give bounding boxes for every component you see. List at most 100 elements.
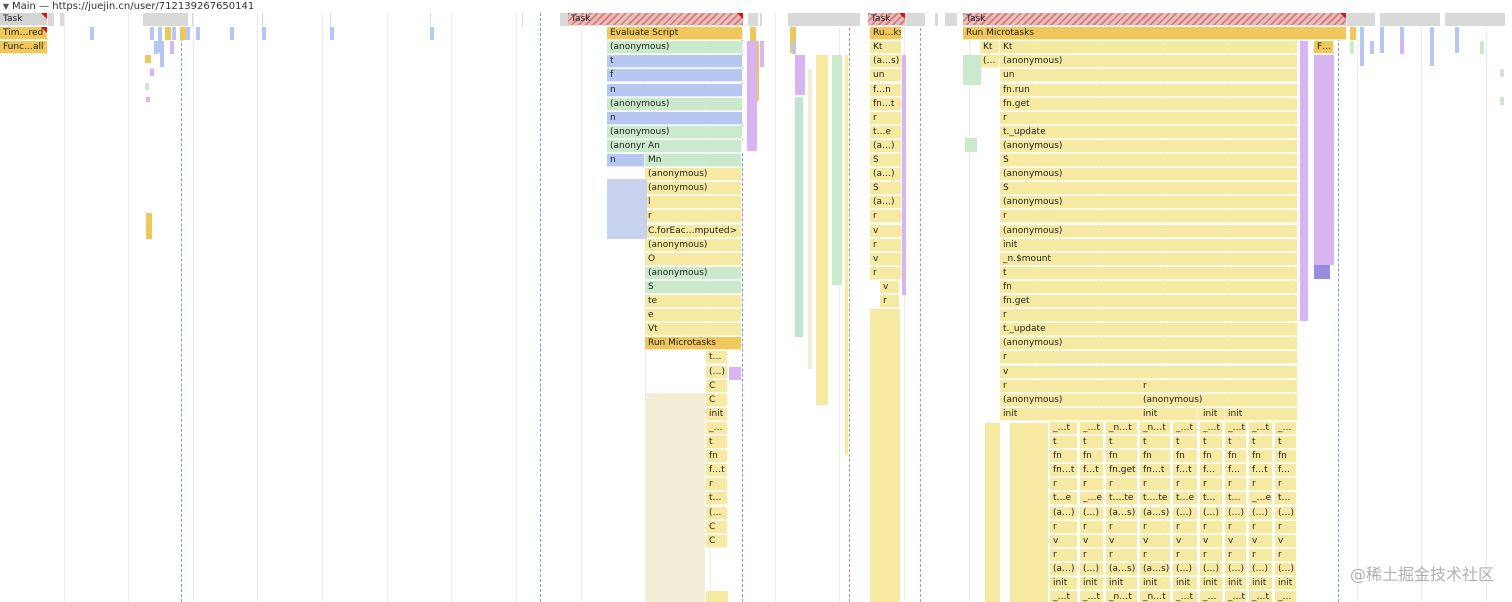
- flame-frame[interactable]: r: [1000, 210, 1298, 224]
- flame-frame[interactable]: (anonymous): [645, 238, 742, 252]
- flame-frame[interactable]: l: [645, 196, 742, 210]
- flame-frame-sliver[interactable]: [1300, 41, 1308, 321]
- flame-frame[interactable]: r: [870, 238, 902, 252]
- flame-frame-sliver[interactable]: [963, 55, 981, 85]
- flame-frame-sliver[interactable]: [795, 55, 805, 95]
- flame-frame-sliver[interactable]: [143, 13, 188, 26]
- flame-frame[interactable]: v: [870, 252, 902, 266]
- flame-frame[interactable]: un: [1000, 69, 1298, 83]
- flame-frame[interactable]: init: [1275, 577, 1297, 590]
- flame-frame-sliver[interactable]: [430, 13, 431, 26]
- flame-frame[interactable]: t: [1275, 436, 1297, 449]
- flame-frame-sliver[interactable]: [905, 13, 925, 26]
- flame-frame[interactable]: C: [706, 520, 728, 534]
- flame-frame-sliver[interactable]: [330, 27, 334, 40]
- flame-frame[interactable]: r: [1080, 548, 1104, 562]
- flame-frame[interactable]: t…e: [1173, 492, 1198, 506]
- flame-frame[interactable]: n: [607, 83, 743, 97]
- flame-frame-sliver[interactable]: [1480, 41, 1484, 54]
- flame-frame-sliver[interactable]: [1010, 423, 1048, 602]
- flame-frame[interactable]: r: [1275, 520, 1297, 534]
- flame-frame[interactable]: f…: [1275, 464, 1297, 478]
- flame-frame[interactable]: _…: [1275, 421, 1297, 435]
- flame-frame-sliver[interactable]: [1314, 55, 1334, 265]
- flame-frame[interactable]: _…: [706, 421, 728, 435]
- flame-frame[interactable]: (…): [1080, 562, 1104, 576]
- flame-frame[interactable]: init: [1225, 407, 1298, 421]
- flame-frame-sliver[interactable]: [816, 55, 828, 405]
- flame-frame[interactable]: fn.get: [1106, 464, 1138, 478]
- flame-frame-sliver[interactable]: [560, 13, 568, 26]
- flame-frame-sliver[interactable]: [262, 27, 266, 40]
- flame-frame[interactable]: (…): [706, 365, 728, 379]
- task-bar-long[interactable]: Task: [568, 13, 744, 26]
- flame-frame[interactable]: _…t: [1080, 421, 1104, 435]
- flame-frame[interactable]: fn: [1000, 280, 1298, 294]
- flame-frame-sliver[interactable]: [757, 41, 759, 101]
- flame-frame-sliver[interactable]: [1314, 265, 1330, 279]
- flame-frame[interactable]: _…t: [1225, 591, 1247, 602]
- flame-frame[interactable]: _…t: [1200, 421, 1223, 435]
- flame-frame[interactable]: O: [645, 252, 742, 266]
- flame-frame-sliver[interactable]: [522, 13, 523, 26]
- flame-frame[interactable]: _…t: [1080, 591, 1104, 602]
- flame-frame[interactable]: (a…): [1050, 562, 1078, 576]
- flame-frame[interactable]: (a…s): [1140, 562, 1171, 576]
- flame-frame[interactable]: v: [1249, 534, 1273, 548]
- flame-frame[interactable]: f…: [1225, 464, 1247, 478]
- flame-frame[interactable]: v: [870, 224, 902, 238]
- flame-frame-sliver[interactable]: [792, 41, 796, 54]
- flame-frame[interactable]: (…): [1200, 506, 1223, 520]
- flame-frame[interactable]: (anonymous): [1140, 393, 1298, 407]
- flame-frame[interactable]: _…t: [1249, 421, 1273, 435]
- flame-frame[interactable]: C: [706, 379, 728, 393]
- function-call-bar[interactable]: Func…all: [0, 41, 48, 55]
- flame-frame-sliver[interactable]: [145, 83, 149, 90]
- flame-frame-sliver[interactable]: [760, 41, 764, 67]
- flame-frame-sliver[interactable]: [1360, 27, 1364, 66]
- flame-frame[interactable]: r: [1000, 309, 1298, 323]
- flame-frame-sliver[interactable]: [1350, 41, 1354, 54]
- flame-frame[interactable]: _…t: [1050, 421, 1078, 435]
- flame-frame[interactable]: (anonymous): [1000, 55, 1298, 69]
- flame-frame[interactable]: f…t: [1249, 464, 1273, 478]
- flame-frame[interactable]: r: [1106, 478, 1138, 492]
- flame-frame-sliver[interactable]: [150, 27, 154, 40]
- flame-frame-sliver[interactable]: [750, 27, 756, 53]
- flame-frame[interactable]: t: [1173, 436, 1198, 449]
- flame-frame[interactable]: fn: [1275, 450, 1297, 464]
- run-microtasks-bar[interactable]: Run Microtasks: [963, 27, 1347, 41]
- flame-frame-sliver[interactable]: [146, 213, 152, 239]
- flame-frame[interactable]: (…): [1225, 562, 1247, 576]
- flame-frame-sliver[interactable]: [845, 55, 848, 455]
- flame-frame[interactable]: (a…): [870, 139, 902, 153]
- flame-frame[interactable]: r: [1200, 520, 1223, 534]
- flame-frame[interactable]: init: [1140, 577, 1171, 590]
- flame-frame[interactable]: (…): [1275, 506, 1297, 520]
- flame-frame[interactable]: t: [706, 436, 728, 449]
- flame-frame-sliver[interactable]: [985, 423, 1000, 602]
- flame-frame-sliver[interactable]: [902, 55, 906, 295]
- flame-frame-sliver[interactable]: [607, 179, 647, 239]
- flame-frame[interactable]: fn…t: [870, 97, 902, 111]
- flame-frame[interactable]: (…): [1249, 562, 1273, 576]
- flame-frame[interactable]: t: [1106, 436, 1138, 449]
- flame-frame[interactable]: v: [1080, 534, 1104, 548]
- flame-frame[interactable]: v: [1225, 534, 1247, 548]
- flame-frame[interactable]: _…t: [1050, 591, 1078, 602]
- flame-frame[interactable]: v: [1000, 365, 1298, 379]
- flame-frame[interactable]: F…: [1314, 41, 1334, 55]
- flame-frame[interactable]: t…e: [870, 125, 902, 139]
- task-bar-long[interactable]: Task: [963, 13, 1347, 26]
- flame-frame[interactable]: f…t: [1080, 464, 1104, 478]
- flame-frame-sliver[interactable]: [170, 41, 174, 54]
- flame-frame[interactable]: S: [870, 154, 902, 167]
- flame-frame-sliver[interactable]: [790, 27, 796, 53]
- flame-frame[interactable]: t….te: [1140, 492, 1171, 506]
- flame-frame[interactable]: t: [1200, 436, 1223, 449]
- flame-frame[interactable]: fn.get: [1000, 97, 1298, 111]
- flame-frame[interactable]: (anonymous): [607, 41, 743, 55]
- flame-frame[interactable]: r: [1106, 548, 1138, 562]
- flame-frame[interactable]: init: [1140, 407, 1198, 421]
